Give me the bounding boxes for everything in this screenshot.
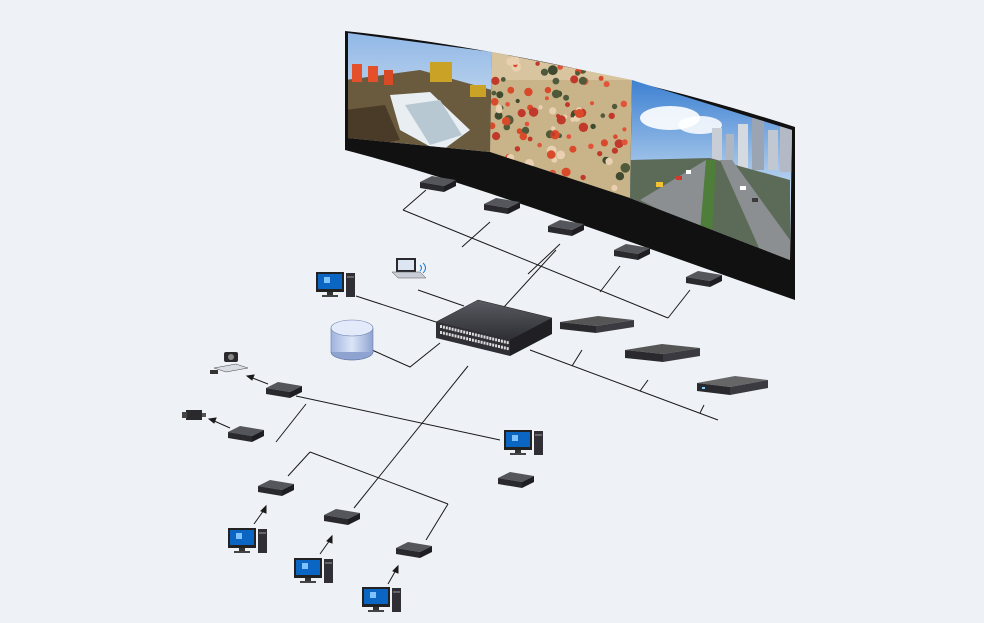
arrow-pc2-up [319, 539, 331, 555]
desktop-pc-icon-1 [228, 528, 267, 553]
wire-encoder-top-drop [275, 403, 307, 443]
encoder-box-icon-pc-right [498, 472, 534, 488]
video-conference-terminal-icon [210, 352, 249, 374]
rack-server-icon-3 [697, 376, 768, 395]
decoder-box-icon-5 [686, 271, 722, 287]
wire-server-bus [529, 349, 719, 421]
arrowhead-pc2 [326, 534, 333, 544]
video-wall-panel-rescue [348, 33, 492, 152]
wire-decoder-2 [461, 221, 491, 248]
arrowhead-pc1 [260, 504, 267, 514]
decoder-box-icon-4 [614, 244, 650, 260]
arrowhead-to-camera [207, 417, 217, 424]
desktop-pc-icon-right [504, 430, 543, 455]
encoder-box-icon-pc1 [258, 480, 294, 496]
wire-encoder-bus-top [295, 395, 501, 441]
network-switch-icon [435, 299, 553, 356]
rack-server-icon-1 [560, 316, 634, 333]
desktop-pc-icon-top [316, 272, 355, 297]
wire-server-3 [699, 404, 705, 414]
arrowhead-to-conference [245, 374, 255, 381]
wire-encoder-trunk [353, 365, 469, 509]
video-wall [345, 31, 795, 300]
wire-encoder-low-drop2 [425, 503, 449, 541]
wire-decoder-bus [402, 209, 669, 319]
wire-decoder-1 [402, 189, 427, 211]
wire-server-2 [639, 379, 649, 392]
wire-pc-top [355, 295, 437, 323]
desktop-pc-icon-2 [294, 558, 333, 583]
laptop-icon [391, 258, 427, 279]
decoder-box-icon-2 [484, 198, 520, 214]
wire-laptop [417, 289, 465, 307]
encoder-box-icon-pc2 [324, 509, 360, 525]
wiring [275, 189, 719, 541]
wire-decoder-5 [667, 289, 691, 319]
wire-decoder-4 [599, 265, 621, 293]
arrow-pc3-up [387, 569, 397, 585]
wire-switch-to-decoders [503, 249, 557, 308]
arrow-pc1-up [253, 509, 265, 525]
box-camera-icon [182, 410, 206, 420]
signal-arrows [207, 374, 399, 585]
rack-server-icon-2 [625, 344, 700, 362]
encoder-box-icon-pc3 [396, 542, 432, 558]
encoder-box-icon-conference [266, 382, 302, 398]
wire-server-1 [571, 349, 583, 367]
arrowhead-pc3 [392, 564, 399, 574]
storage-cylinder-icon [330, 319, 374, 361]
desktop-pc-icon-3 [362, 587, 401, 612]
encoder-box-icon-camera [228, 426, 264, 442]
wire-encoder-bus-low [309, 451, 449, 505]
decoder-box-icon-1 [420, 176, 456, 192]
wire-encoder-low-drop1 [287, 451, 311, 477]
decoder-box-icon-3 [548, 220, 584, 236]
wire-storage [371, 342, 441, 368]
wire-decoder-3b [527, 243, 561, 275]
